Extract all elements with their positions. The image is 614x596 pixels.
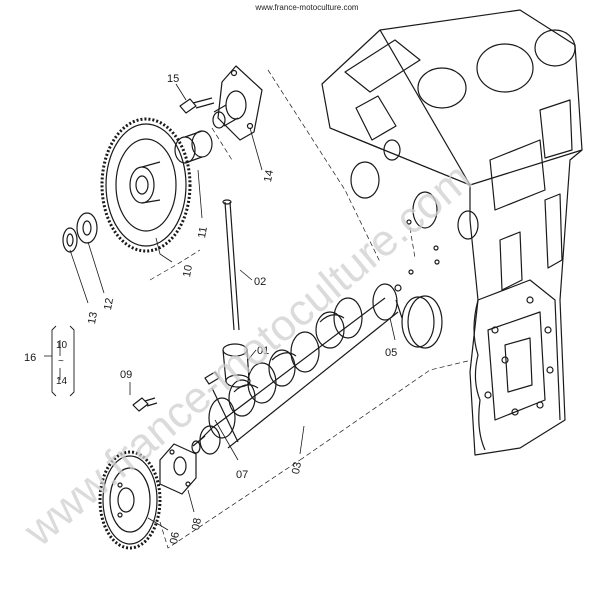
part-05-plug [394,284,443,349]
label-08: 08 [190,517,204,531]
part-14-idler-shaft [212,65,263,141]
label-05: 05 [385,347,397,359]
label-14: 14 [262,169,276,183]
label-12: 12 [102,297,116,311]
label-group-14: 14 [56,376,68,387]
callout-labels: 15 14 11 10 12 13 02 01 05 09 07 03 08 0… [24,73,397,545]
label-02: 02 [254,276,266,288]
part-07-key [204,371,239,443]
label-07: 07 [236,469,248,481]
label-15: 15 [167,73,179,85]
source-url: www.france-motoculture.com [255,3,359,12]
label-group-tilde: ~ [58,356,64,367]
part-11-bushing [174,130,213,164]
leader-lines [44,83,396,531]
part-12-washer [76,212,98,244]
label-13: 13 [86,311,100,325]
part-09-bolt [132,397,158,412]
label-group-10: 10 [56,340,68,351]
part-02-pushrod [222,199,240,331]
part-06-cam-gear [98,450,162,550]
part-10-idle-gear [100,117,192,253]
part-08-thrust-plate [159,443,197,495]
group-16-brackets [51,325,75,397]
part-01-tappet [222,343,251,388]
label-10: 10 [181,264,195,278]
label-11: 11 [196,226,210,239]
part-15-bolt [179,97,215,114]
label-16: 16 [24,352,36,364]
label-03: 03 [290,461,304,475]
engine-block [321,9,583,456]
part-13-circlip [62,227,78,253]
label-06: 06 [168,531,182,545]
label-09: 09 [120,369,132,381]
part-03-camshaft [191,283,399,455]
label-01: 01 [257,345,269,357]
assembly-dashed-lines [149,69,473,549]
